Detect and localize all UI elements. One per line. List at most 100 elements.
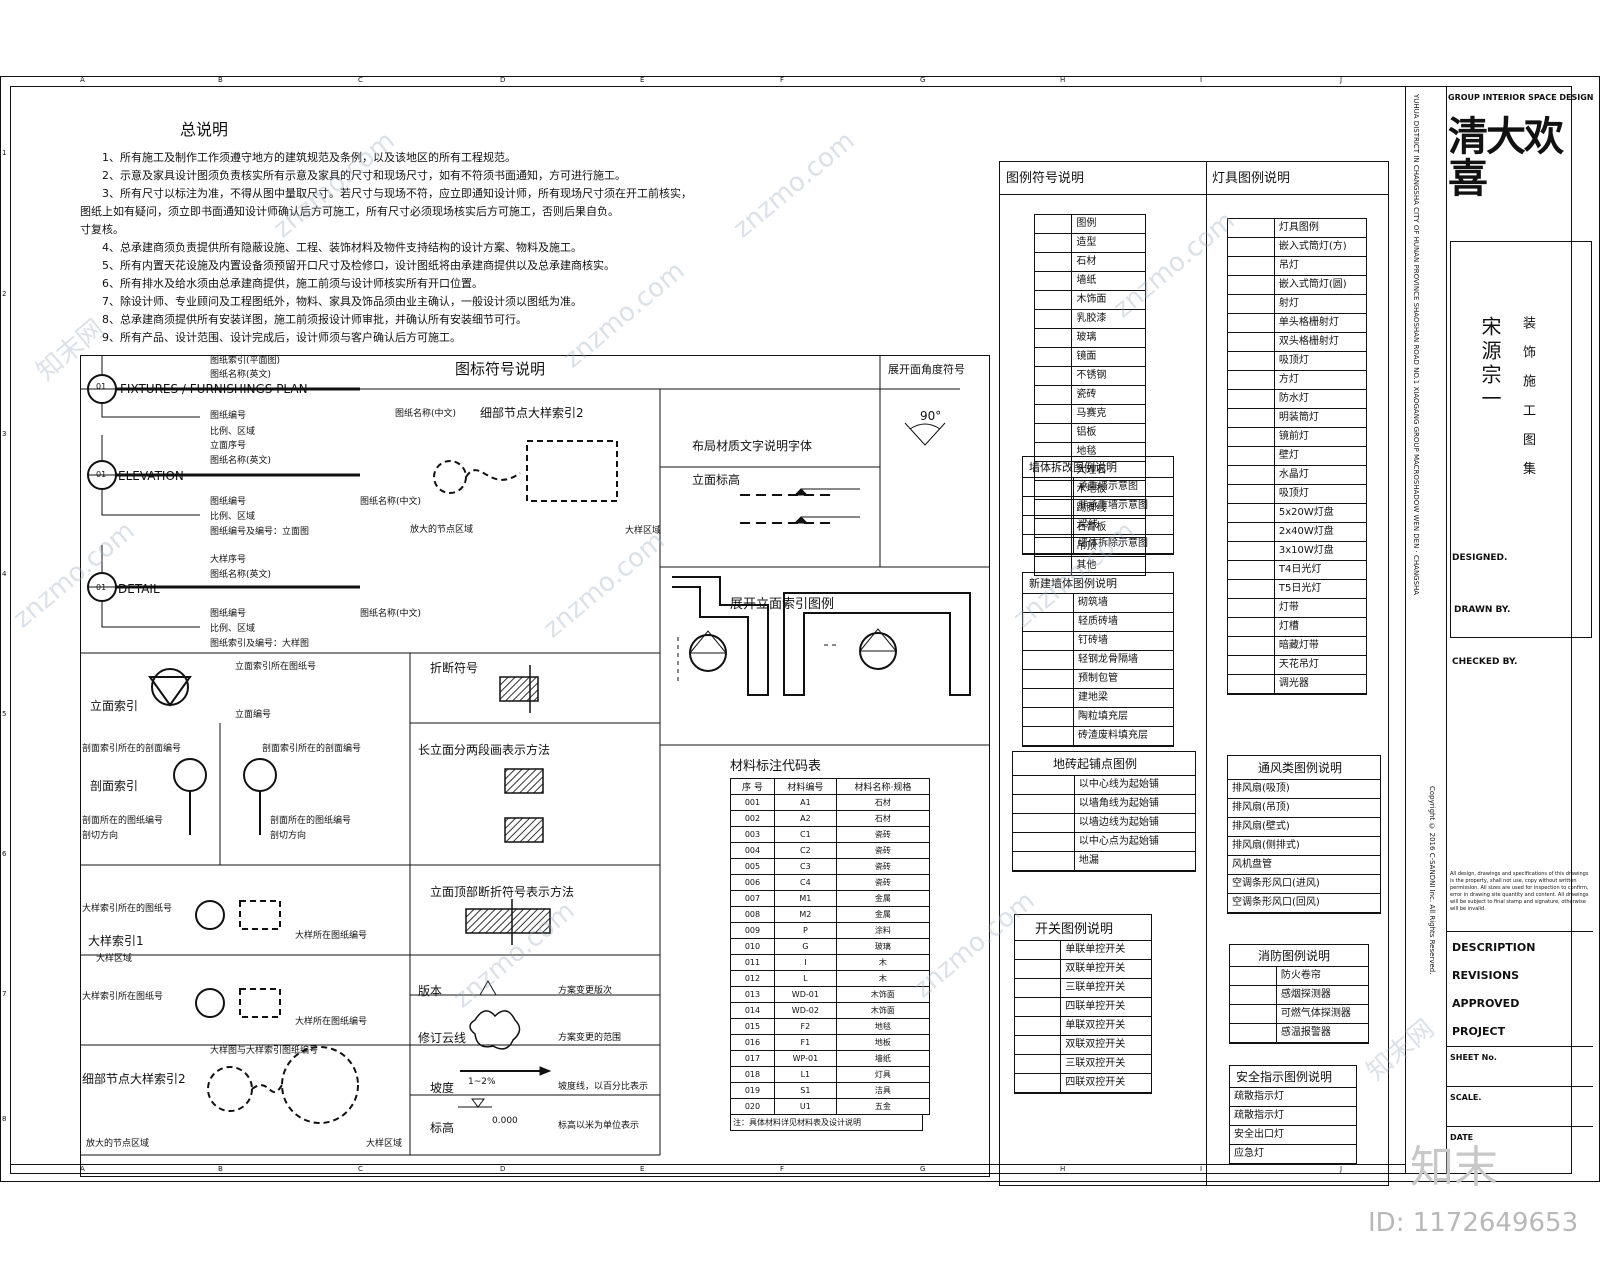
list-item-label: 吊顶 <box>1076 541 1097 552</box>
table-cell: 002 <box>730 810 775 827</box>
list-item-label: 非承重墙示意图 <box>1078 500 1148 511</box>
safety-legend: 安全指示图例说明 疏散指示灯疏散指示灯安全出口灯应急灯 <box>1229 1065 1357 1165</box>
list-item: 吸顶灯 <box>1228 485 1366 504</box>
list-item-label: 感烟探测器 <box>1280 989 1331 1000</box>
note-line: 4、总承建商须负责提供所有隐蔽设施、工程、装饰材料及物件支持结构的设计方案、物料… <box>102 241 582 254</box>
section-a-2: 剖面索引所在的剖面编号 <box>262 744 362 754</box>
legend-swatch <box>1015 998 1062 1016</box>
label-elev-name-en: 图纸名称(英文) <box>210 456 272 466</box>
legend-swatch <box>1035 519 1073 537</box>
list-item: 瓷砖 <box>1035 386 1145 405</box>
list-item: 灯带 <box>1228 599 1366 618</box>
list-item-label: 陶粒填充层 <box>1078 711 1128 722</box>
legend-swatch <box>1230 1005 1277 1023</box>
grid-left: 1 2 3 4 5 6 7 8 <box>0 86 10 1164</box>
legend-swatch <box>1035 538 1073 556</box>
section-c-2: 剖切方向 <box>270 831 307 841</box>
legend-swatch <box>1023 535 1074 553</box>
legend-swatch <box>1035 386 1073 404</box>
scale-label: SCALE. <box>1450 1093 1482 1102</box>
note-line: 9、所有产品、设计范围、设计完成后，设计师须与客户确认后方可施工。 <box>102 331 461 344</box>
list-item-label: 排风扇(吊顶) <box>1232 802 1290 813</box>
header-cell: 序 号 <box>730 778 775 795</box>
list-item-label: 石材 <box>1076 256 1097 267</box>
list-item-label: 感温报警器 <box>1280 1027 1331 1038</box>
grid-letter: F <box>780 76 785 84</box>
list-item-label: 单联单控开关 <box>1065 944 1126 955</box>
table-cell: 011 <box>730 954 775 971</box>
list-item: 铝板 <box>1035 424 1145 443</box>
list-item-label: 应急灯 <box>1234 1148 1264 1159</box>
grid-letter: H <box>1060 1165 1066 1173</box>
list-item: 非承重墙示意图 <box>1023 497 1173 516</box>
table-cell: 001 <box>730 794 775 811</box>
legend-swatch <box>1035 348 1073 366</box>
grid-bottom: A B C D E F G H I J <box>10 1164 1405 1175</box>
legend-swatch <box>1228 371 1275 389</box>
grid-letter: A <box>80 1165 85 1173</box>
table-cell: C2 <box>773 842 837 859</box>
slope-value: 1~2% <box>468 1077 496 1087</box>
list-item-label: 嵌入式筒灯(方) <box>1278 241 1347 252</box>
grid-letter: G <box>920 1165 926 1173</box>
legend-swatch <box>1015 1017 1062 1035</box>
list-item-label: 吸顶灯 <box>1278 488 1309 499</box>
table-cell: 009 <box>730 922 775 939</box>
legend-swatch <box>1228 580 1275 598</box>
fine-print: All design, drawings and specifications … <box>1450 871 1589 912</box>
legend-swatch <box>1023 708 1074 726</box>
table-cell: 016 <box>730 1034 775 1051</box>
section-index-label: 剖面索引 <box>90 779 139 793</box>
elev-index-label: 立面索引 <box>90 699 139 713</box>
table-cell: 018 <box>730 1066 775 1083</box>
table-cell: 004 <box>730 842 775 859</box>
note-line: 6、所有排水及给水须由总承建商提供，施工前须与设计师核实所有开口位置。 <box>102 277 483 290</box>
list-item: 大理石 <box>1035 462 1145 481</box>
note-line: 7、除设计师、专业顾问及工程图纸外，物料、家具及饰品须由业主确认，一般设计须以图… <box>102 295 582 308</box>
list-item: 双联双控开关 <box>1015 1036 1151 1055</box>
list-item-label: 壁灯 <box>1278 450 1299 461</box>
grid-letter: I <box>1200 1165 1203 1173</box>
legend-swatch <box>1228 276 1275 294</box>
legend-swatch <box>1023 594 1074 612</box>
code-label: 01 <box>96 382 107 391</box>
legend-swatch <box>1228 219 1275 237</box>
note-line: 3、所有尺寸以标注为准，不得从图中量取尺寸。若尺寸与现场不符，应立即通知设计师，… <box>102 187 692 200</box>
project-name: 宋源宗一 <box>1478 316 1502 412</box>
detail-code: 01 <box>96 583 107 592</box>
list-item: 地漏 <box>1013 852 1195 871</box>
checked-label: CHECKED BY. <box>1452 657 1518 667</box>
table-cell: WP-01 <box>773 1050 837 1067</box>
list-item-label: 轻质砖墙 <box>1078 616 1118 627</box>
elevation-mark-label: 标高 <box>430 1121 455 1135</box>
elevation-height-label: 立面标高 <box>692 473 741 487</box>
legend-panel-lines <box>80 355 990 1156</box>
expand-angle-title: 展开面角度符号 <box>888 363 965 376</box>
table-cell: 012 <box>730 970 775 987</box>
list-item-label: 造型 <box>1076 237 1097 248</box>
legend-swatch <box>1035 291 1073 309</box>
table-cell: A1 <box>773 794 837 811</box>
table-cell: 013 <box>730 986 775 1003</box>
legend-swatch <box>1023 613 1074 631</box>
legend-swatch <box>1228 238 1275 256</box>
new-wall-legend-title: 新建墙体图例说明 <box>1023 573 1173 594</box>
label-detail-target: 大样区域 <box>625 526 662 536</box>
material-font-label: 布局材质文字说明字体 <box>692 439 813 453</box>
list-item-label: 砖渣废料填充层 <box>1078 730 1148 741</box>
legend-swatch <box>1035 500 1073 518</box>
table-cell: G <box>773 938 837 955</box>
lighting-legend-rows: 灯具图例嵌入式筒灯(方)吊灯嵌入式筒灯(圆)射灯单头格栅射灯双头格栅射灯吸顶灯方… <box>1228 219 1366 694</box>
table-cell: I <box>773 954 837 971</box>
list-item: 四联双控开关 <box>1015 1074 1151 1093</box>
list-item: 石材 <box>1035 253 1145 272</box>
grid-letter: E <box>640 1165 645 1173</box>
list-item-label: T4日光灯 <box>1278 564 1322 575</box>
node-target-bottom: 大样区域 <box>366 1139 403 1149</box>
